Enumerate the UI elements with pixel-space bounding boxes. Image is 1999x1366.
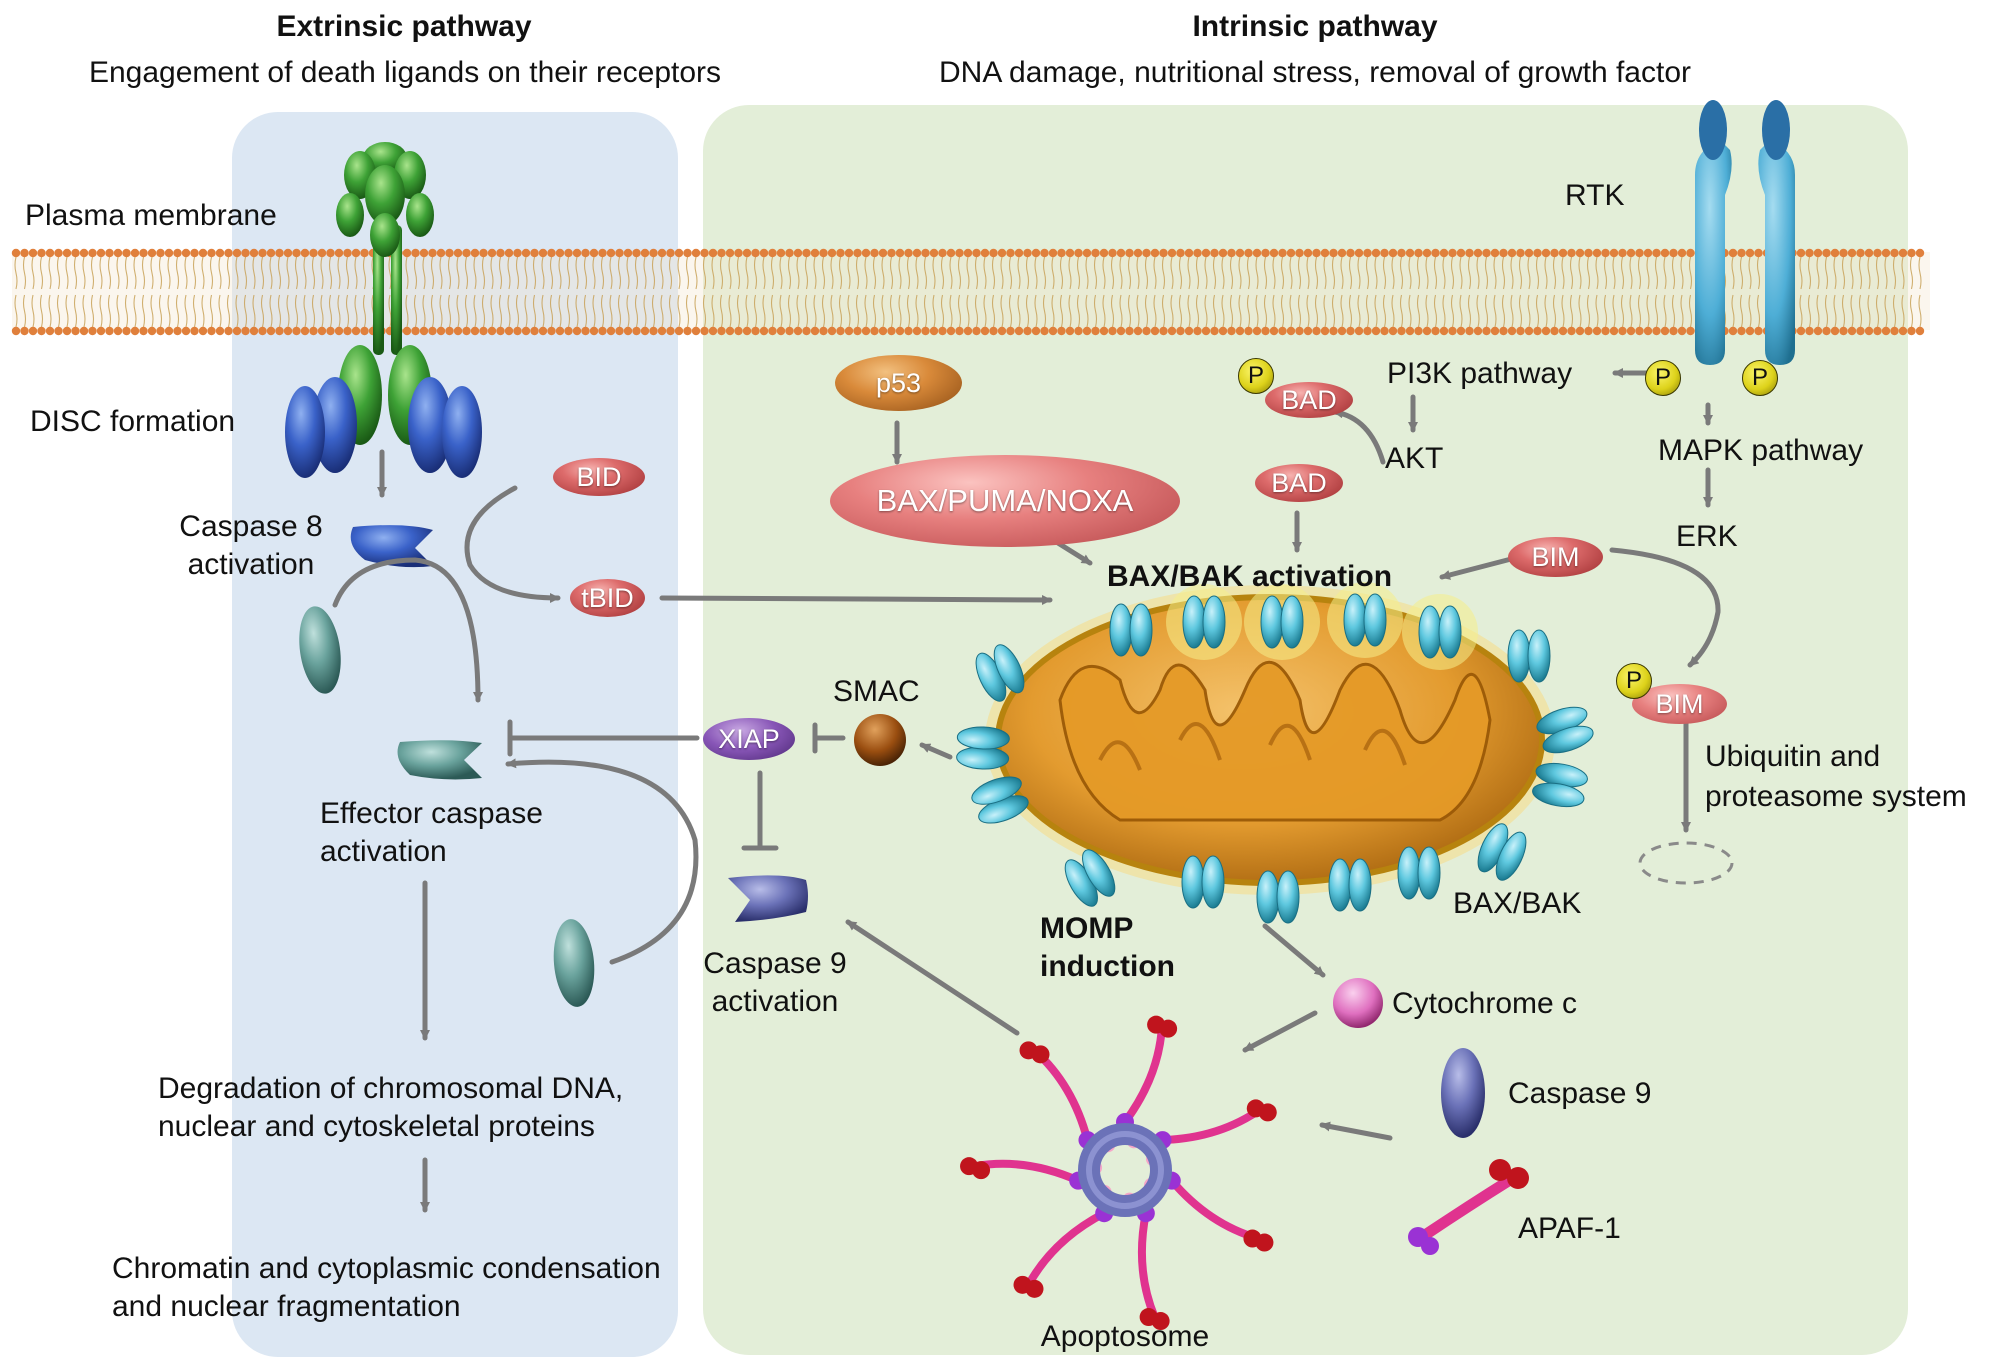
chromatin-label-line1: Chromatin and cytoplasmic condensation (112, 1252, 661, 1285)
bid-molecule: BID (553, 458, 645, 496)
arrow-proc-effector (332, 557, 483, 703)
cytochrome-c-label: Cytochrome c (1392, 987, 1578, 1020)
bad-molecule: BAD (1255, 464, 1343, 502)
arrow-cytochrome-apoptosome (1242, 1010, 1318, 1053)
momp-label-line1: MOMP (1040, 912, 1134, 945)
arrow-mito-cytochrome (1262, 923, 1326, 978)
bad-phosphorylated-molecule: BAD (1265, 382, 1353, 418)
arrow-mito-smac (919, 742, 953, 760)
ubiquitin-label-line2: proteasome system (1705, 780, 1967, 813)
arrow-akt-bad (1332, 408, 1386, 465)
bax-bak-channels (956, 582, 1594, 924)
caspase-8-shape (350, 525, 433, 568)
caspase-9-activation-label-line1: Caspase 9 (703, 947, 847, 980)
arrow-bid-tbid (464, 485, 561, 603)
bax-bak-label: BAX/BAK (1453, 887, 1582, 920)
caspase-8-label-line2: activation (187, 548, 315, 581)
apoptosome-shape (960, 1015, 1277, 1331)
smac-label: SMAC (833, 675, 920, 708)
cytochrome-c-ball (1333, 978, 1383, 1028)
rtk-receptor (1695, 100, 1795, 365)
degradation-label-line1: Degradation of chromosomal DNA, (158, 1072, 624, 1105)
pi3k-pathway-label: PI3K pathway (1387, 357, 1573, 390)
intrinsic-subtitle: DNA damage, nutritional stress, removal … (939, 56, 1691, 89)
arrow-tbid-baxbak (659, 594, 1053, 605)
phosphate-bim: P (1616, 663, 1652, 699)
apaf-1-shape (1408, 1159, 1529, 1255)
extrinsic-title: Extrinsic pathway (276, 10, 532, 43)
extrinsic-subtitle: Engagement of death ligands on their rec… (88, 56, 722, 89)
effector-caspase-shape (397, 740, 482, 780)
xiap-molecule: XIAP (703, 718, 795, 760)
arrow-casp9-effector (505, 758, 699, 965)
disc-fadd-left (285, 377, 357, 478)
rtk-label: RTK (1565, 179, 1625, 212)
akt-label: AKT (1385, 442, 1444, 475)
caspase-9-procaspase (1441, 1048, 1485, 1138)
phosphate-bad: P (1238, 358, 1274, 394)
apaf-1-label: APAF-1 (1518, 1212, 1621, 1245)
arrow-apoptosome-casp9 (845, 919, 1020, 1036)
momp-label-line2: induction (1040, 950, 1175, 983)
bax-puma-noxa-molecule: BAX/PUMA/NOXA (830, 455, 1180, 547)
p53-molecule: p53 (835, 355, 962, 411)
degradation-label-line2: nuclear and cytoskeletal proteins (158, 1110, 595, 1143)
smac-ball (854, 714, 906, 766)
caspase-8-label-line1: Caspase 8 (179, 510, 323, 543)
proteasome-ring (1638, 841, 1734, 885)
arrow-bim-bimp (1609, 547, 1721, 668)
arrow-bim-baxbak (1439, 555, 1518, 580)
caspase-9-activation-label-line2: activation (711, 985, 839, 1018)
apoptosome-label: Apoptosome (1040, 1320, 1210, 1353)
tbid-molecule: tBID (570, 579, 645, 617)
caspase-9-label: Caspase 9 (1508, 1077, 1652, 1110)
arrow-casp9-apoptosome (1319, 1121, 1393, 1141)
ubiquitin-label-line1: Ubiquitin and (1705, 740, 1881, 773)
disc-formation-label: DISC formation (30, 405, 236, 438)
chromatin-label-line2: and nuclear fragmentation (112, 1290, 461, 1323)
mapk-pathway-label: MAPK pathway (1658, 434, 1864, 467)
connectors (332, 368, 1721, 1213)
mitochondrion (985, 585, 1555, 895)
disc-fadd-right (408, 377, 482, 478)
effector-caspase-label-line2: activation (320, 835, 447, 868)
intrinsic-title: Intrinsic pathway (1192, 10, 1438, 43)
effector-procaspase-bottom (553, 919, 595, 1007)
arrow-puma-baxbak (1055, 540, 1093, 566)
bax-bak-activation-label: BAX/BAK activation (1107, 560, 1393, 593)
erk-label: ERK (1676, 520, 1738, 553)
plasma-membrane (11, 248, 1930, 336)
plasma-membrane-label: Plasma membrane (25, 199, 277, 232)
phosphate-rtk-right: P (1742, 360, 1778, 396)
bim-molecule: BIM (1508, 537, 1603, 577)
caspase-9-active-shape (728, 875, 808, 922)
effector-caspase-label-line1: Effector caspase (320, 797, 543, 830)
phosphate-rtk-left: P (1645, 360, 1681, 396)
effector-procaspase-top (299, 606, 341, 694)
